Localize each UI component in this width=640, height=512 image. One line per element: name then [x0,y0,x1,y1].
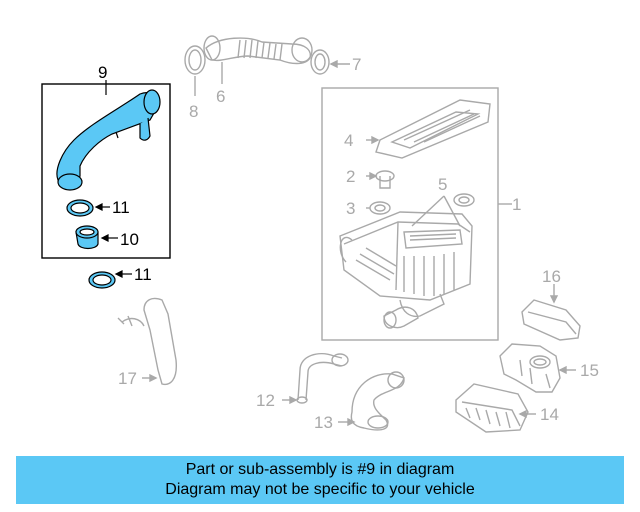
part-3-grommet[interactable] [366,201,391,215]
callout-6: 6 [216,87,225,106]
callout-1: 1 [512,195,521,214]
callout-16: 16 [542,267,561,286]
callout-13: 13 [314,413,333,432]
part-5-grommets[interactable] [411,193,475,227]
callout-14: 14 [540,405,559,424]
callout-11-lower: 11 [134,265,152,284]
part-11-clamp-upper[interactable] [66,199,110,217]
part-7-clamp[interactable] [310,49,350,75]
part-15-bracket[interactable] [499,343,576,393]
callout-4: 4 [344,131,353,150]
callout-5: 5 [438,175,447,194]
callout-17: 17 [118,369,137,388]
part-8-clamp[interactable] [184,45,206,96]
part-13-elbow[interactable] [338,371,405,431]
callout-15: 15 [580,361,599,380]
part-11-clamp-lower[interactable] [88,270,132,289]
part-17-pipe[interactable] [117,297,178,386]
callout-7: 7 [352,55,361,74]
part-1-air-cleaner-frame[interactable] [321,87,512,341]
callout-8: 8 [189,102,198,121]
part-10-coupling[interactable] [75,225,118,250]
air-cleaner-housing[interactable] [339,211,473,329]
part-16-duct[interactable] [521,284,581,341]
part-4-cover[interactable] [366,99,491,159]
banner-line-2: Diagram may not be specific to your vehi… [165,481,475,498]
banner-line-1: Part or sub-assembly is #9 in diagram [185,461,455,478]
callout-3: 3 [346,199,355,218]
part-14-resonator[interactable] [455,383,536,433]
callout-2: 2 [346,167,355,186]
part-9-intake-pipe[interactable] [56,89,161,191]
callout-10: 10 [120,230,139,249]
callout-11-upper: 11 [112,198,130,217]
part-6-hose[interactable] [203,35,313,84]
info-banner: Part or sub-assembly is #9 in diagram Di… [16,456,624,504]
part-9-group[interactable] [41,80,171,259]
callout-9: 9 [98,63,107,82]
part-12-hose[interactable] [282,352,349,405]
part-2-bolt[interactable] [366,170,395,189]
callout-12: 12 [256,391,275,410]
